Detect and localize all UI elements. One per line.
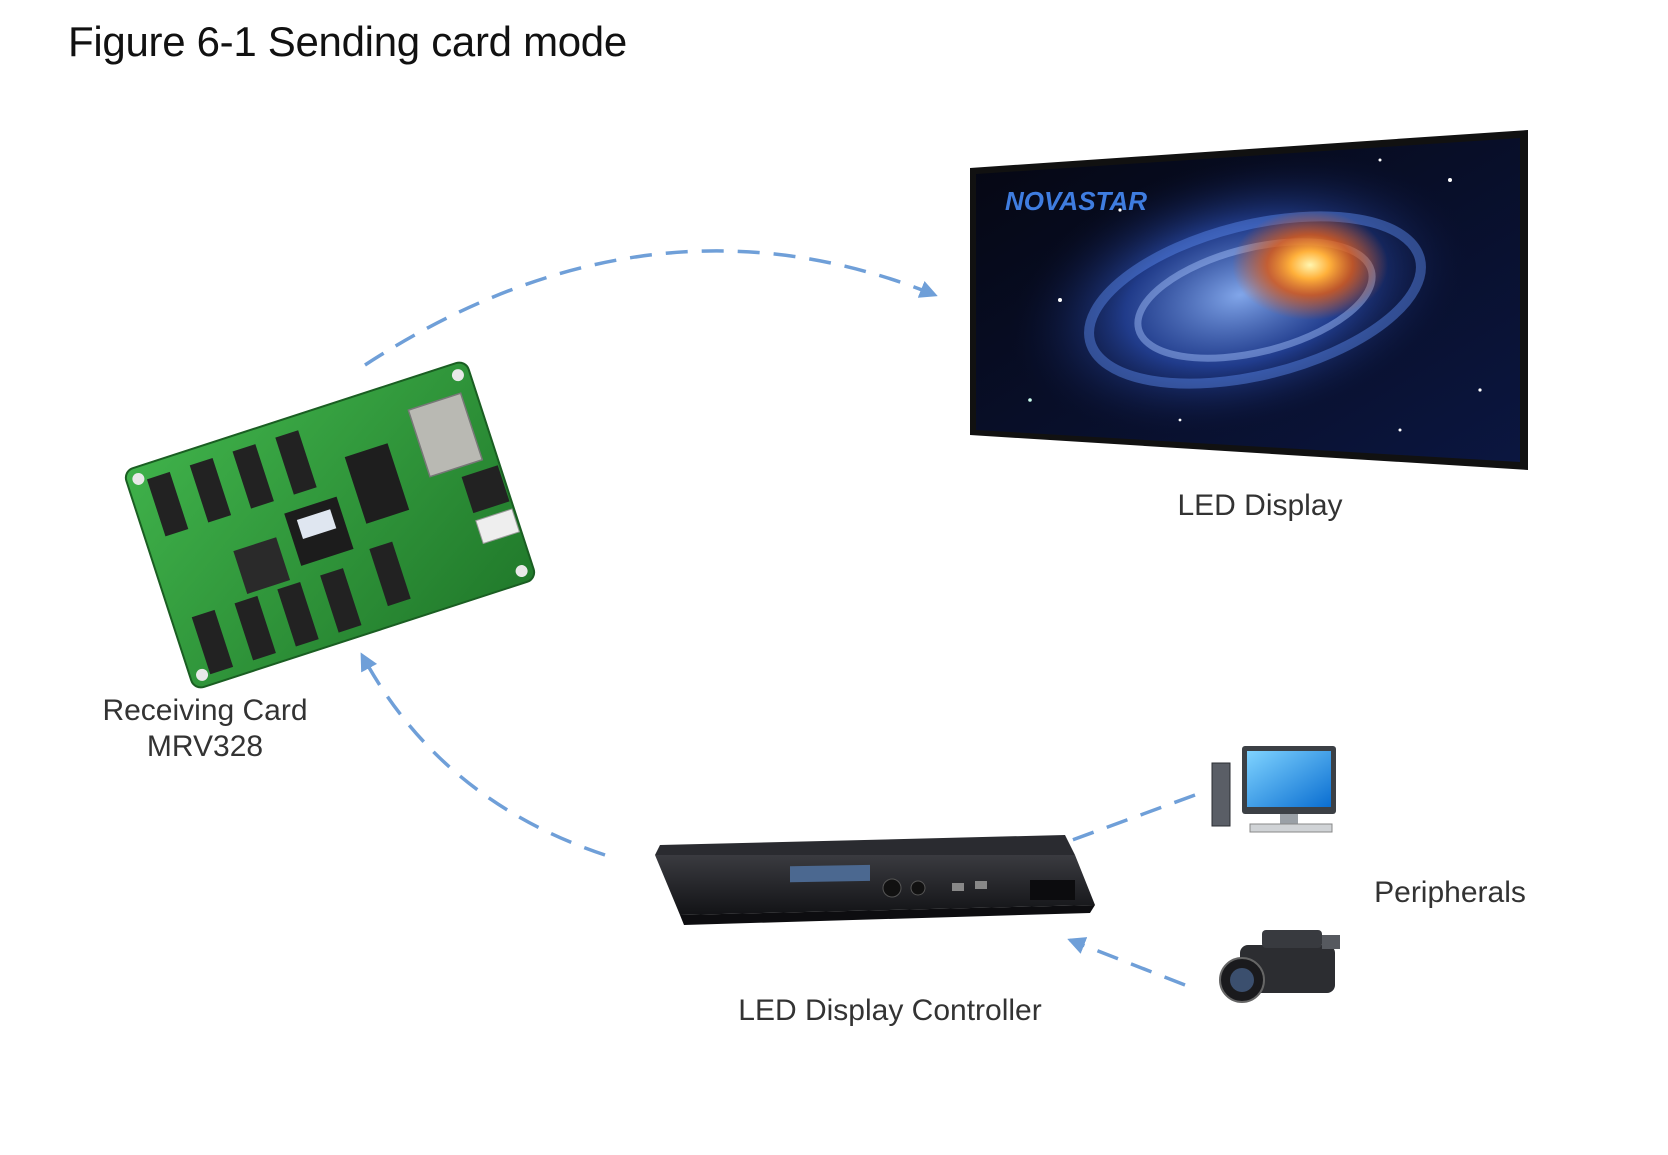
controller-icon (655, 835, 1095, 925)
led-display-icon: NOVASTAR (970, 130, 1528, 470)
peripherals-label: Peripherals (1374, 876, 1526, 909)
controller-label: LED Display Controller (738, 994, 1042, 1027)
receiving-card-label-line1: Receiving Card (102, 694, 308, 727)
figure-title: Figure 6-1 Sending card mode (68, 18, 627, 65)
camcorder-icon (1219, 930, 1340, 1003)
connector-camcorder-to-controller (1067, 937, 1186, 987)
led-display-label: LED Display (1177, 489, 1343, 522)
computer-icon (1211, 746, 1336, 833)
connector-controller-to-card (360, 652, 606, 857)
receiving-card-label: Receiving Card MRV328 (60, 693, 350, 765)
receiving-card-icon (124, 361, 536, 689)
connector-computer-to-controller (1042, 793, 1196, 854)
display-brand-text: NOVASTAR (1005, 186, 1147, 216)
receiving-card-label-line2: MRV328 (146, 730, 264, 763)
connector-card-to-display (364, 249, 938, 367)
